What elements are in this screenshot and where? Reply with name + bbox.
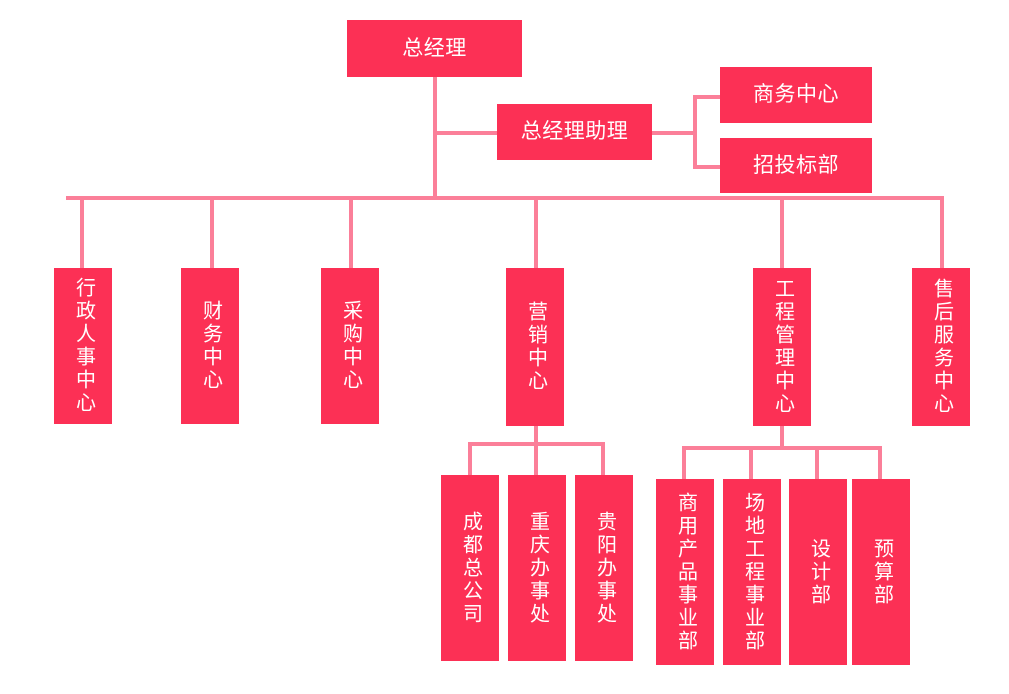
node-label: 营销中心 — [524, 301, 547, 393]
connector-bus-drop-purchasing — [349, 196, 353, 268]
node-label: 招投标部 — [753, 152, 839, 177]
node-admin-hr-center[interactable]: 行政人事中心 — [54, 268, 112, 424]
node-business-center[interactable]: 商务中心 — [720, 67, 872, 123]
connector-engineering-drop-budget — [878, 446, 882, 480]
connector-marketing-drop-chengdu — [468, 442, 472, 476]
connector-spine-to-bidding-dept — [693, 165, 723, 169]
connector-engineering-drop-site — [749, 446, 753, 480]
connector-engineering-drop-commercial — [682, 446, 686, 480]
connector-spine-to-business-center — [693, 95, 723, 99]
connector-marketing-drop-chongqing — [534, 442, 538, 476]
connector-assistant-children-spine — [693, 95, 697, 169]
connector-engineering-drop-design — [815, 446, 819, 480]
node-label: 财务中心 — [199, 300, 222, 392]
node-purchasing-center[interactable]: 采购中心 — [321, 268, 379, 424]
node-chengdu-hq[interactable]: 成都总公司 — [441, 475, 499, 661]
node-guiyang-office[interactable]: 贵阳办事处 — [575, 475, 633, 661]
node-chongqing-office[interactable]: 重庆办事处 — [508, 475, 566, 661]
node-label: 总经理助理 — [520, 119, 629, 144]
node-finance-center[interactable]: 财务中心 — [181, 268, 239, 424]
node-label: 贵阳办事处 — [593, 510, 616, 626]
node-label: 工程管理中心 — [771, 278, 794, 416]
node-label: 采购中心 — [339, 300, 362, 392]
node-general-manager[interactable]: 总经理 — [347, 20, 522, 77]
connector-engineering-stem — [780, 426, 784, 450]
connector-bus-drop-after-sales — [940, 196, 944, 268]
node-marketing-center[interactable]: 营销中心 — [506, 268, 564, 426]
node-label: 商务中心 — [753, 82, 839, 107]
node-label: 成都总公司 — [459, 510, 482, 626]
connector-bus-drop-admin-hr — [80, 196, 84, 268]
node-gm-assistant[interactable]: 总经理助理 — [497, 104, 652, 160]
node-label: 行政人事中心 — [72, 277, 95, 415]
node-bidding-dept[interactable]: 招投标部 — [720, 138, 872, 193]
node-label: 商用产品事业部 — [674, 491, 697, 653]
connector-gm-to-assistant — [433, 131, 501, 135]
connector-marketing-stem — [534, 426, 538, 446]
node-design-dept[interactable]: 设计部 — [789, 479, 847, 665]
connector-bus-drop-finance — [210, 196, 214, 268]
connector-assistant-to-spine — [650, 131, 697, 135]
node-label: 预算部 — [870, 537, 893, 607]
node-label: 设计部 — [807, 537, 830, 607]
connector-main-bus — [66, 196, 944, 200]
node-label: 场地工程事业部 — [741, 491, 764, 653]
connector-marketing-drop-guiyang — [601, 442, 605, 476]
node-label: 重庆办事处 — [526, 510, 549, 626]
connector-bus-drop-engineering — [780, 196, 784, 268]
node-after-sales-center[interactable]: 售后服务中心 — [912, 268, 970, 426]
node-engineering-mgmt-center[interactable]: 工程管理中心 — [753, 268, 811, 426]
node-label: 售后服务中心 — [930, 278, 953, 416]
node-site-engineering-div[interactable]: 场地工程事业部 — [723, 479, 781, 665]
node-label: 总经理 — [402, 35, 467, 60]
connector-engineering-bus — [682, 446, 882, 450]
node-commercial-product-div[interactable]: 商用产品事业部 — [656, 479, 714, 665]
node-budget-dept[interactable]: 预算部 — [852, 479, 910, 665]
connector-bus-drop-marketing — [534, 196, 538, 268]
connector-gm-vertical — [433, 76, 437, 200]
